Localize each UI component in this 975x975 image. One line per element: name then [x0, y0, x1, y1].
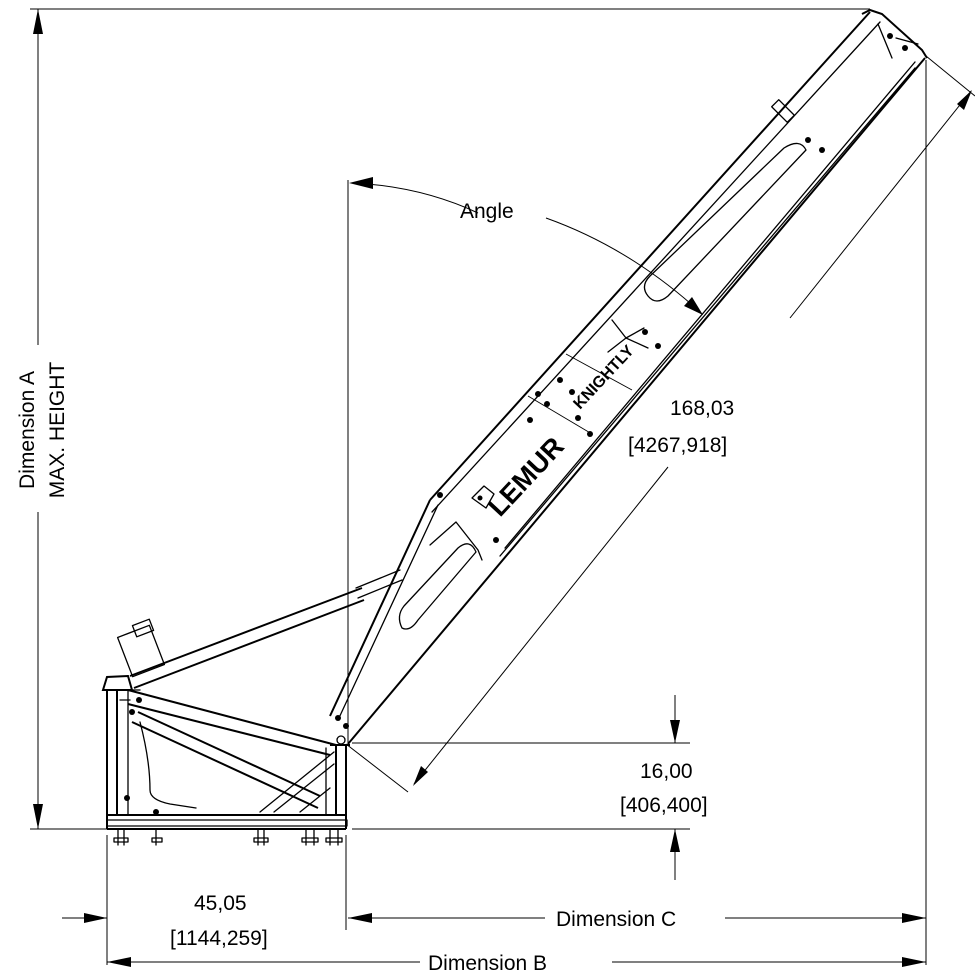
boom-length-mm-label: [4267,918]: [628, 434, 727, 457]
boom-length-in-label: 168,03: [670, 397, 734, 420]
pivot-height-dimension: [352, 695, 690, 880]
dimension-c-label: Dimension C: [556, 908, 676, 931]
dimension-a-title: Dimension A: [16, 371, 39, 489]
base-width-dimension: [62, 835, 347, 965]
base-width-mm-label: [1144,259]: [170, 927, 268, 950]
lemur-logo-text: LEMUR: [482, 431, 569, 522]
hydraulic-cylinder: [116, 569, 403, 689]
dimension-a-label: Dimension A MAX. HEIGHT: [16, 362, 69, 499]
base-frame: [101, 674, 350, 846]
dimension-a-subtitle: MAX. HEIGHT: [46, 362, 69, 499]
crane-boom: LEMUR KNIGHTLY: [329, 8, 928, 745]
dimension-b-label: Dimension B: [428, 952, 547, 975]
base-width-in-label: 45,05: [194, 892, 247, 915]
pivot-height-in-label: 16,00: [640, 760, 693, 783]
angle-dimension: [347, 177, 703, 745]
dimension-b-line: [107, 957, 926, 967]
dimension-a-line: [30, 8, 870, 830]
angle-label: Angle: [460, 200, 514, 223]
boom-length-dimension: [345, 55, 975, 793]
lemur-logo-icon: [471, 485, 495, 509]
dimension-c-line: [348, 60, 927, 965]
pivot-height-mm-label: [406,400]: [620, 794, 708, 817]
